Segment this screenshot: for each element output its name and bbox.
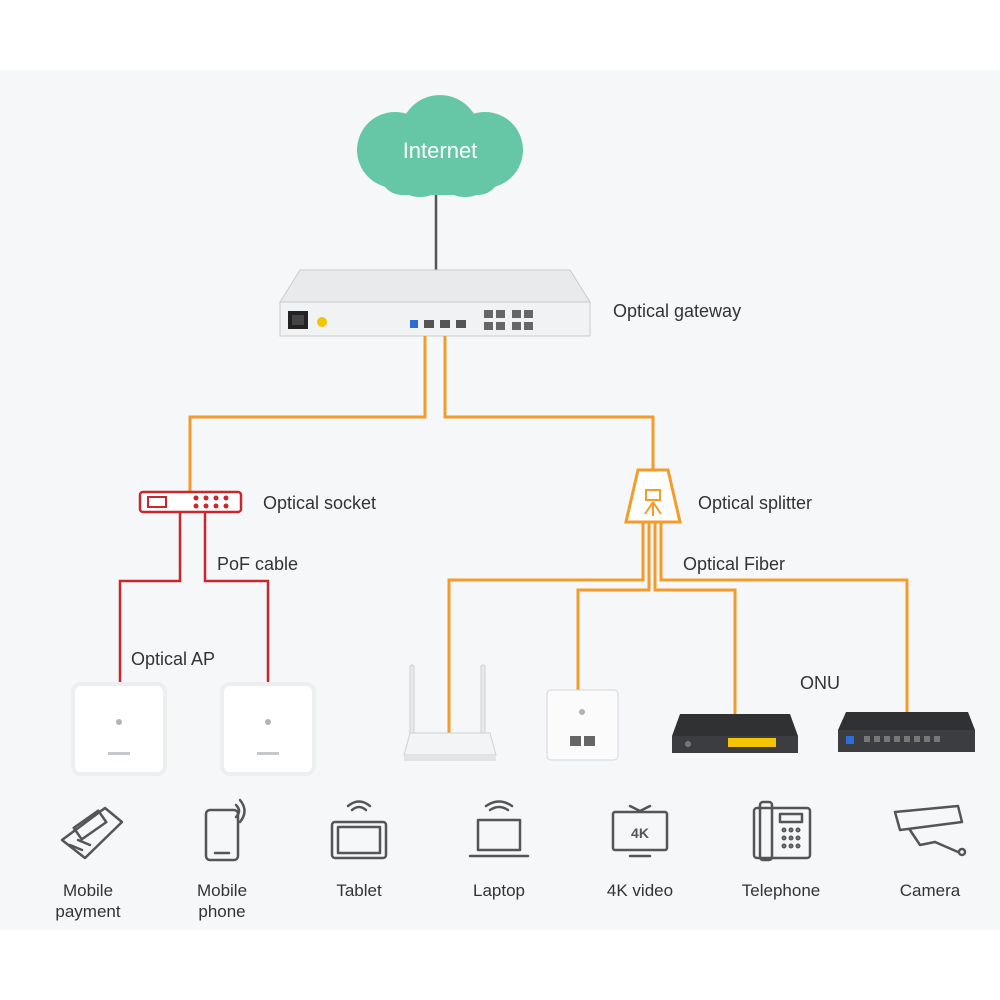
optical-socket-label: Optical socket — [263, 493, 376, 513]
caption-mobile-payment-2: payment — [55, 902, 120, 921]
onu-label: ONU — [800, 673, 840, 693]
optical-gateway-label: Optical gateway — [613, 301, 741, 321]
panel-ap-device — [546, 689, 619, 761]
pof-cable-label: PoF cable — [217, 554, 298, 574]
optical-splitter-label: Optical splitter — [698, 493, 812, 513]
optical-ap-label: Optical AP — [131, 649, 215, 669]
optical-gateway-device — [279, 269, 591, 337]
onu-device-large — [838, 712, 975, 752]
laptop-icon — [468, 800, 530, 858]
pos-terminal-icon — [60, 806, 124, 860]
optical-splitter-device — [624, 468, 682, 524]
fiber-gateway-to-socket — [188, 336, 427, 492]
tv-4k-icon — [611, 804, 669, 858]
fiber-links — [188, 336, 909, 735]
onu-device-small — [672, 714, 798, 753]
optical-fiber-label: Optical Fiber — [683, 554, 785, 574]
telephone-icon — [752, 800, 812, 862]
camera-icon — [893, 804, 967, 857]
fiber-to-router — [447, 520, 645, 735]
caption-mobile-phone-2: phone — [198, 902, 245, 921]
caption-telephone: Telephone — [742, 881, 820, 900]
tv-4k-badge: 4K — [631, 825, 649, 841]
fiber-to-onu-large — [659, 520, 909, 712]
pof-cables — [118, 512, 270, 684]
caption-mobile-payment-1: Mobile — [63, 881, 113, 900]
caption-laptop: Laptop — [473, 881, 525, 900]
caption-tablet: Tablet — [336, 881, 382, 900]
optical-ap-1 — [71, 682, 167, 776]
caption-camera: Camera — [900, 881, 961, 900]
optical-socket-device — [138, 490, 243, 514]
internet-cloud: Internet — [357, 95, 523, 197]
caption-4k-video: 4K video — [607, 881, 673, 900]
internet-label: Internet — [403, 138, 478, 163]
fiber-to-onu-small — [653, 520, 737, 714]
mobile-phone-icon — [204, 798, 246, 862]
optical-ap-2 — [220, 682, 316, 776]
fiber-gateway-to-splitter — [443, 336, 655, 470]
wireless-router-device — [403, 664, 497, 761]
caption-mobile-phone-1: Mobile — [197, 881, 247, 900]
tablet-icon — [330, 800, 388, 860]
fiber-to-panel-ap — [576, 520, 651, 700]
